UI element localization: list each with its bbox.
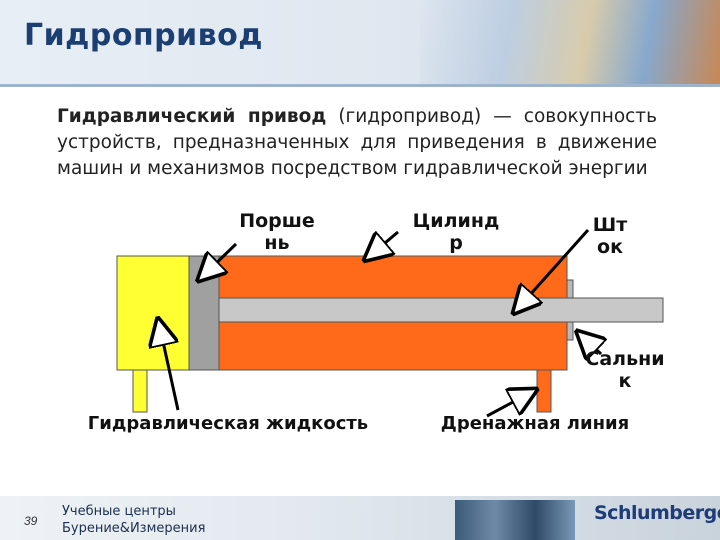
piston-rod bbox=[218, 297, 664, 323]
arrow-drain bbox=[486, 394, 528, 418]
definition-body: (гидропривод) — совокупность устройств, … bbox=[57, 106, 657, 179]
footer-photo-strip bbox=[455, 500, 575, 540]
label-drain: Дренажная линия bbox=[440, 413, 630, 434]
schlumberger-logo: Schlumberger bbox=[594, 502, 720, 524]
label-piston: Поршень bbox=[239, 210, 315, 254]
slide-title: Гидропривод bbox=[24, 18, 263, 53]
footer-band bbox=[0, 496, 720, 540]
arrow-cylinder bbox=[372, 230, 399, 254]
arrow-fluid bbox=[160, 328, 180, 411]
footer-line-1: Учебные центры bbox=[62, 504, 176, 519]
arrow-piston bbox=[205, 242, 238, 274]
fluid-chamber bbox=[116, 255, 190, 371]
label-seal: Сальник bbox=[585, 348, 665, 392]
header-divider bbox=[0, 84, 720, 87]
label-rod: Шток bbox=[592, 214, 628, 258]
hydraulic-actuator-diagram: Поршень Цилиндр Шток Сальник Гидравличес… bbox=[0, 200, 720, 440]
definition-term: Гидравлический привод bbox=[57, 106, 327, 127]
label-fluid: Гидравлическая жидкость bbox=[87, 413, 369, 434]
footer-caption: Учебные центры Бурение&Измерения bbox=[62, 503, 205, 537]
header-photo-collage bbox=[420, 0, 720, 84]
page-number: 39 bbox=[24, 514, 38, 528]
fluid-inlet-pipe bbox=[132, 367, 148, 413]
piston bbox=[188, 255, 220, 371]
arrow-rod bbox=[520, 228, 590, 306]
drain-pipe bbox=[536, 367, 552, 413]
label-cylinder: Цилиндр bbox=[412, 210, 500, 254]
actuator-svg bbox=[116, 228, 664, 418]
definition-text: Гидравлический привод (гидропривод) — со… bbox=[57, 104, 657, 182]
footer-line-2: Бурение&Измерения bbox=[62, 521, 206, 536]
arrow-seal bbox=[584, 338, 601, 354]
